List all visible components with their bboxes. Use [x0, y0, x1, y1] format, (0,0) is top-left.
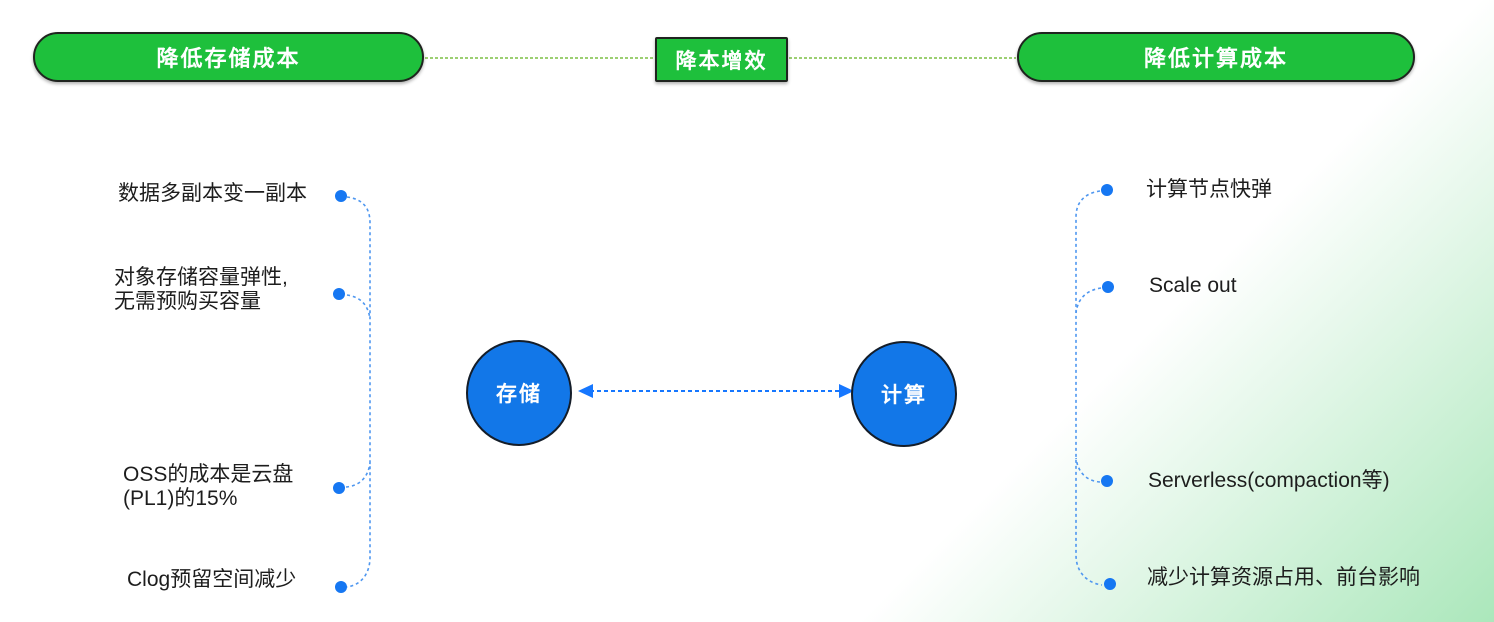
compute-cost-pill-label: 降低计算成本 [1143, 46, 1288, 71]
compute-brace-branch-2 [1075, 287, 1102, 314]
bullet-dot [335, 190, 347, 202]
cost-efficiency-badge-label: 降本增效 [675, 49, 768, 73]
compute-benefit-item: Serverless(compaction等) [1148, 469, 1390, 493]
storage-benefit-item: OSS的成本是云盘 (PL1)的15% [123, 463, 293, 511]
compute-cost-pill: 降低计算成本 [1017, 32, 1415, 82]
benefit-line: 数据多副本变一副本 [118, 182, 307, 205]
benefit-line: Scale out [1149, 274, 1237, 297]
compute-benefit-item: 减少计算资源占用、前台影响 [1147, 566, 1420, 590]
compute-benefit-item: 计算节点快弹 [1146, 178, 1272, 202]
arrowhead-right-icon [839, 384, 854, 398]
storage-benefit-item: 对象存储容量弹性, 无需预购买容量 [114, 266, 288, 314]
compute-node: 计算 [851, 341, 957, 447]
cost-efficiency-badge: 降本增效 [655, 37, 788, 82]
arrowhead-left-icon [578, 384, 593, 398]
bullet-dot [1101, 184, 1113, 196]
bullet-dot [1104, 578, 1116, 590]
benefit-line: Serverless(compaction等) [1148, 469, 1390, 492]
compute-benefit-item: Scale out [1149, 274, 1237, 298]
benefit-line: OSS的成本是云盘 [123, 463, 294, 486]
benefit-line: Clog预留空间减少 [127, 568, 297, 591]
storage-node-label: 存储 [496, 383, 542, 406]
compute-brace [1075, 190, 1103, 586]
benefit-line: 计算节点快弹 [1146, 178, 1272, 201]
bullet-dot [1102, 281, 1114, 293]
compute-brace-branch-3 [1075, 457, 1101, 483]
benefit-line: (PL1)的15% [123, 487, 238, 510]
bullet-dot [335, 581, 347, 593]
storage-cost-pill-label: 降低存储成本 [156, 46, 301, 71]
bullet-dot [333, 288, 345, 300]
storage-benefit-item: 数据多副本变一副本 [118, 182, 307, 206]
storage-brace [346, 196, 371, 588]
bullet-dot [333, 482, 345, 494]
storage-benefit-item: Clog预留空间减少 [127, 568, 296, 592]
storage-cost-pill: 降低存储成本 [33, 32, 424, 82]
storage-brace-branch-2 [346, 294, 371, 320]
storage-brace-branch-3 [345, 462, 371, 488]
benefit-line: 减少计算资源占用、前台影响 [1147, 566, 1420, 589]
benefit-line: 无需预购买容量 [114, 290, 261, 313]
bullet-dot [1101, 475, 1113, 487]
compute-node-label: 计算 [881, 384, 927, 407]
benefit-line: 对象存储容量弹性, [114, 266, 288, 289]
storage-node: 存储 [466, 340, 572, 446]
